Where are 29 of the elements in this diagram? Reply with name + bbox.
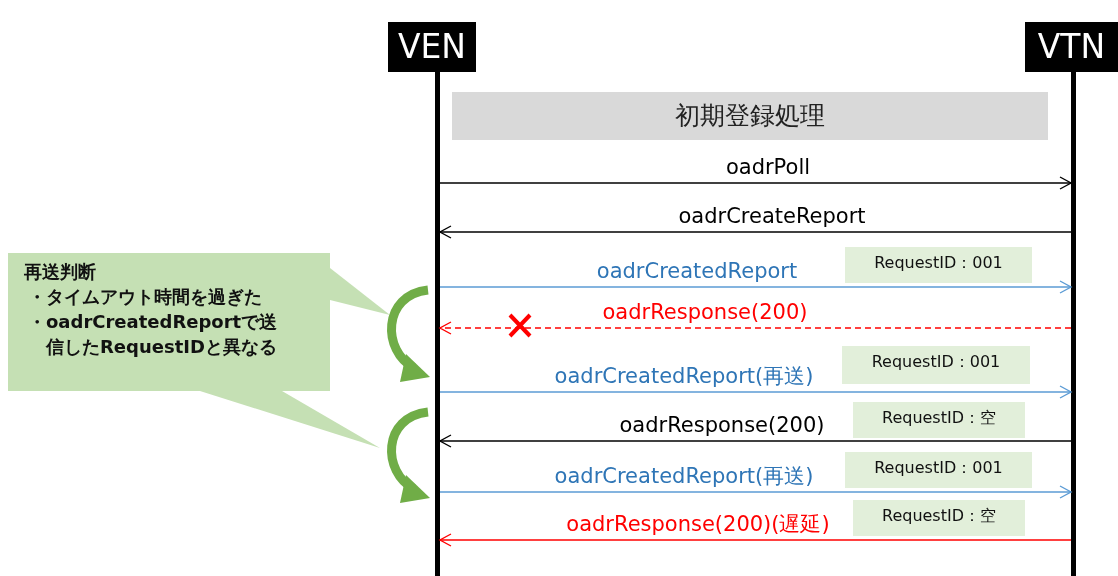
message-label: oadrCreatedReport <box>596 259 798 283</box>
message-label: oadrCreatedReport(再送) <box>554 464 814 488</box>
participant-box: VTN <box>1025 22 1118 72</box>
callout-heading: 再送判断 <box>24 260 97 284</box>
arrow <box>439 533 1072 547</box>
message-label: oadrCreateReport <box>678 204 866 228</box>
lifeline <box>435 72 440 576</box>
request-id-tag: RequestID：001 <box>845 452 1032 488</box>
message-label: oadrResponse(200) <box>619 413 825 437</box>
bullet-item: ・oadrCreatedReportで送信したRequestIDと異なる <box>28 310 278 359</box>
message-label: oadrResponse(200)(遅延) <box>566 512 830 536</box>
participant-box: VEN <box>388 22 476 72</box>
request-id-tag: RequestID：空 <box>853 402 1025 438</box>
arrow <box>439 176 1072 190</box>
phase-band: 初期登録処理 <box>452 92 1048 140</box>
request-id-tag: RequestID：空 <box>853 500 1025 536</box>
request-id-tag: RequestID：001 <box>842 346 1030 384</box>
message-label: oadrCreatedReport(再送) <box>554 364 814 388</box>
arrow <box>439 385 1072 399</box>
arrow <box>439 280 1072 294</box>
message-label: oadrPoll <box>725 155 811 179</box>
message-label: oadrResponse(200) <box>602 300 808 324</box>
lifeline <box>1071 72 1076 576</box>
arrow <box>439 225 1072 239</box>
arrow <box>439 321 1072 335</box>
arrow <box>439 434 1072 448</box>
bullet-item: ・タイムアウト時間を過ぎた <box>28 285 263 309</box>
request-id-tag: RequestID：001 <box>845 247 1032 283</box>
arrow <box>439 485 1072 499</box>
